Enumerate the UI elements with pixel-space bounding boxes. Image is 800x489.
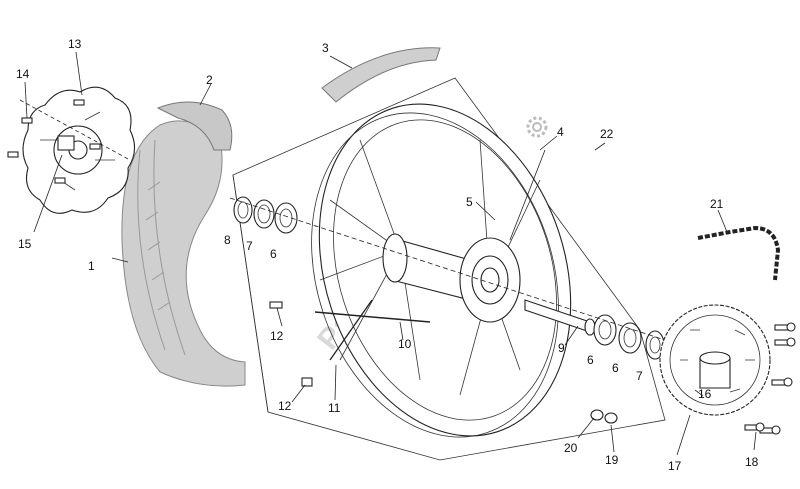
valve (314, 311, 431, 323)
callout-19: 19 (605, 453, 619, 467)
sprocket-carrier (699, 351, 731, 389)
callout-22: 22 (600, 127, 614, 141)
callout-4: 4 (557, 125, 564, 139)
callout-9: 9 (558, 341, 565, 355)
callout-6: 6 (270, 247, 277, 261)
callout-21: 21 (710, 197, 724, 211)
inner-tube (156, 101, 233, 151)
callout-3: 3 (322, 41, 329, 55)
callout-18: 18 (745, 455, 759, 469)
left-bearings (233, 196, 298, 234)
callout-6: 6 (612, 361, 619, 375)
spoke-nipple (301, 377, 313, 387)
callout-6: 6 (587, 353, 594, 367)
spoke (329, 299, 373, 361)
callouts: 1 2 3 4 5 6 6 6 7 7 8 9 10 11 12 12 13 1… (16, 37, 759, 473)
callout-1: 1 (88, 259, 95, 273)
disc-spacer (57, 135, 75, 151)
callout-10: 10 (398, 337, 412, 351)
rim-tape (321, 47, 441, 103)
sprocket-bolts (744, 322, 796, 435)
callout-2: 2 (206, 73, 213, 87)
gear-icon (526, 116, 548, 138)
drive-chain (697, 225, 781, 281)
callout-8: 8 (224, 233, 231, 247)
callout-7: 7 (246, 239, 253, 253)
brake-disc (22, 86, 136, 214)
callout-7: 7 (636, 369, 643, 383)
callout-16: 16 (698, 387, 712, 401)
callout-15: 15 (18, 237, 32, 251)
spoke-nipple (269, 301, 283, 309)
callout-12: 12 (278, 399, 292, 413)
sprocket-nuts (590, 409, 618, 424)
spacer-tube (524, 299, 596, 336)
callout-17: 17 (668, 459, 682, 473)
callout-5: 5 (466, 195, 473, 209)
callout-12: 12 (270, 329, 284, 343)
leader-lines (24, 51, 757, 456)
wheel-hub (382, 233, 521, 323)
tire (121, 120, 246, 387)
callout-14: 14 (16, 67, 30, 81)
callout-13: 13 (68, 37, 82, 51)
callout-20: 20 (564, 441, 578, 455)
callout-11: 11 (328, 401, 341, 415)
right-bearings (593, 314, 665, 360)
disc-bolts (7, 99, 101, 184)
